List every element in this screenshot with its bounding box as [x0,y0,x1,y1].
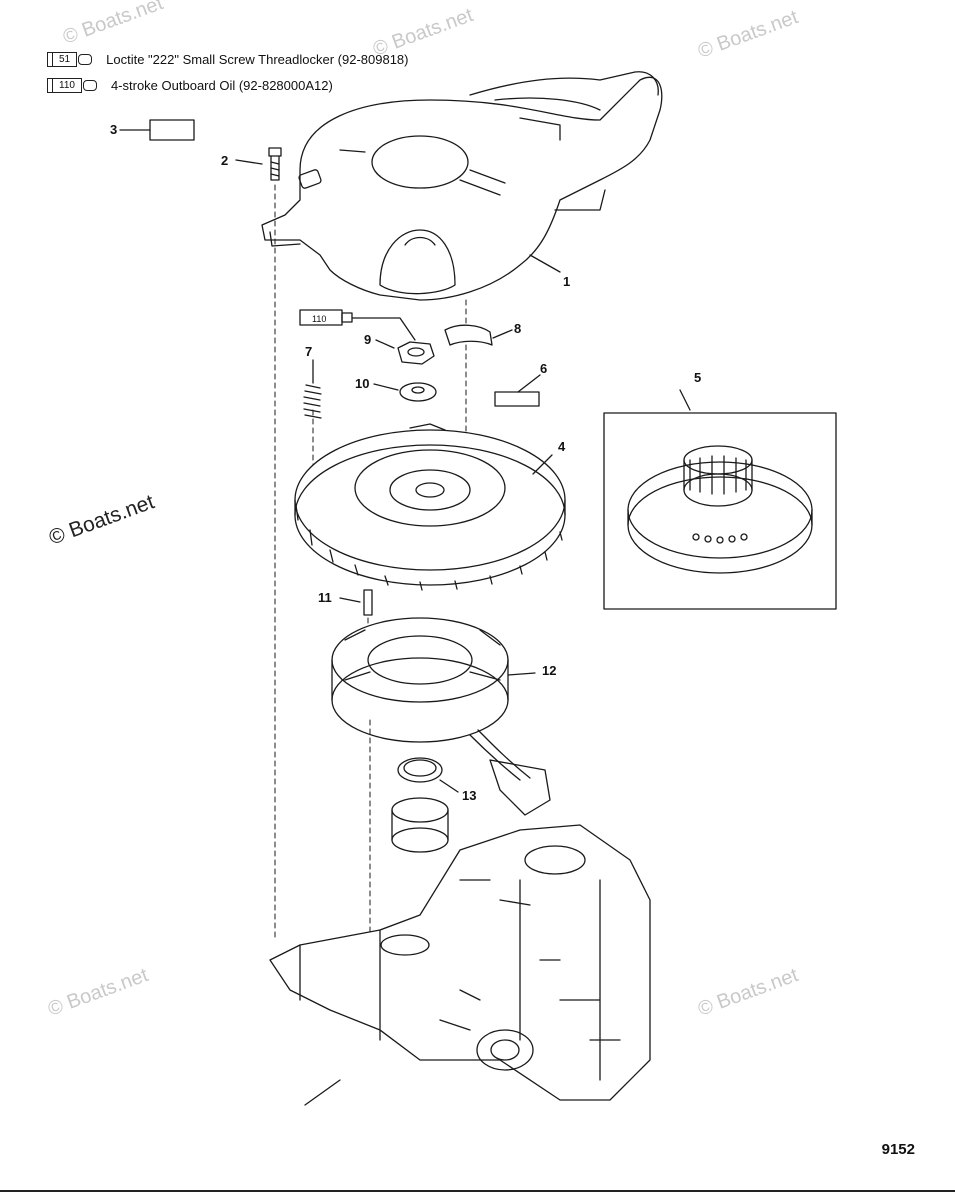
callout-8: 8 [514,321,522,336]
legend-row-threadlocker: 51 Loctite "222" Small Screw Threadlocke… [46,48,409,70]
leader-1 [529,254,561,273]
tube-cap-icon [82,79,97,91]
leader-2 [235,159,263,165]
figure-number: 9152 [881,1141,915,1158]
callout-2: 2 [221,153,229,168]
screw-part-11 [339,589,373,616]
legend-text-threadlocker: Loctite "222" Small Screw Threadlocker (… [106,51,409,67]
flywheel-part-4 [294,423,566,591]
screw-part-2 [268,147,282,181]
washer-part-10 [373,382,437,402]
tube-code: 110 [47,77,82,93]
gear-hub [391,797,449,853]
callout-7: 7 [305,344,313,359]
ring-part-13 [397,757,459,793]
engine-block [269,824,651,1106]
legend-text-oil: 4-stroke Outboard Oil (92-828000A12) [110,77,333,93]
spring-part-7 [303,359,322,419]
callout-1: 1 [563,274,571,289]
tube-code: 51 [46,51,78,67]
tube-icon: 51 [46,51,93,67]
legend-row-oil: 110 4-stroke Outboard Oil (92-828000A12) [47,74,333,96]
flywheel-cover [261,71,663,301]
stator-part-12 [331,617,551,816]
inset-part-5 [603,389,837,610]
callout-12: 12 [542,663,557,678]
oil-tube-drawing [299,309,416,341]
callout-10: 10 [355,376,370,391]
tube-icon: 110 [47,77,97,93]
part-3-box [149,119,195,141]
nut-part-9 [375,339,435,365]
tube-tag: 110 [312,314,327,324]
key-part-8 [444,324,513,346]
part-6 [494,374,541,407]
callout-9: 9 [364,332,372,347]
callout-13: 13 [462,788,477,803]
bottom-rule [0,1190,955,1192]
callout-5: 5 [694,370,702,385]
callout-11: 11 [318,590,332,605]
callout-3: 3 [110,122,118,137]
callout-6: 6 [540,361,548,376]
callout-4: 4 [558,439,566,454]
tube-cap-icon [78,53,93,65]
